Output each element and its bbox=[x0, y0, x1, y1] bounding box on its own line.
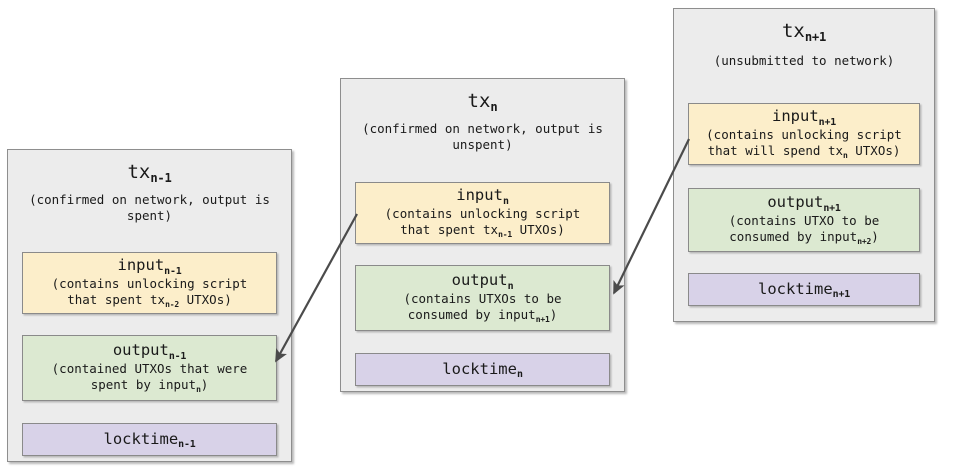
field-title: inputn bbox=[456, 186, 509, 207]
field-title: outputn+1 bbox=[767, 193, 841, 214]
field-title: inputn-1 bbox=[117, 256, 182, 277]
field-output-n[interactable]: outputn (contains UTXOs to be consumed b… bbox=[355, 265, 610, 331]
field-input-n-minus-1[interactable]: inputn-1 (contains unlocking script that… bbox=[22, 252, 277, 314]
field-title: outputn-1 bbox=[112, 341, 187, 362]
tx-subtitle-n: (confirmed on network, output is unspent… bbox=[362, 121, 603, 152]
field-title: inputn+1 bbox=[772, 107, 836, 128]
field-desc: (contains unlocking script that spent tx… bbox=[384, 206, 581, 239]
field-desc: (contains unlocking script that spent tx… bbox=[51, 276, 248, 309]
field-title: locktimen+1 bbox=[758, 279, 850, 300]
field-title: outputn bbox=[451, 271, 514, 292]
field-locktime-n[interactable]: locktimen bbox=[355, 353, 610, 386]
field-output-n-plus-1[interactable]: outputn+1 (contains UTXO to be consumed … bbox=[688, 188, 920, 252]
tx-box-n: txn (confirmed on network, output is uns… bbox=[340, 78, 625, 392]
tx-box-n-minus-1: txn-1 (confirmed on network, output is s… bbox=[7, 149, 292, 462]
tx-title-n-plus-1: txn+1 bbox=[781, 20, 827, 44]
field-desc: (contains unlocking script that will spe… bbox=[706, 127, 902, 160]
tx-title-n-minus-1: txn-1 bbox=[127, 161, 172, 185]
field-title: locktimen-1 bbox=[103, 429, 196, 450]
field-desc: (contains UTXO to be consumed by inputn+… bbox=[728, 213, 880, 246]
field-input-n-plus-1[interactable]: inputn+1 (contains unlocking script that… bbox=[688, 103, 920, 165]
field-locktime-n-minus-1[interactable]: locktimen-1 bbox=[22, 423, 277, 456]
field-input-n[interactable]: inputn (contains unlocking script that s… bbox=[355, 182, 610, 244]
tx-subtitle-n-plus-1: (unsubmitted to network) bbox=[713, 53, 895, 68]
field-desc: (contained UTXOs that were spent by inpu… bbox=[51, 361, 248, 394]
tx-subtitle-n-minus-1: (confirmed on network, output is spent) bbox=[29, 192, 270, 223]
tx-title-n: txn bbox=[467, 90, 498, 114]
tx-box-n-plus-1: txn+1 (unsubmitted to network) inputn+1 … bbox=[673, 8, 935, 322]
field-title: locktimen bbox=[442, 359, 523, 380]
field-desc: (contains UTXOs to be consumed by inputn… bbox=[403, 291, 562, 324]
field-output-n-minus-1[interactable]: outputn-1 (contained UTXOs that were spe… bbox=[22, 335, 277, 401]
field-locktime-n-plus-1[interactable]: locktimen+1 bbox=[688, 273, 920, 306]
